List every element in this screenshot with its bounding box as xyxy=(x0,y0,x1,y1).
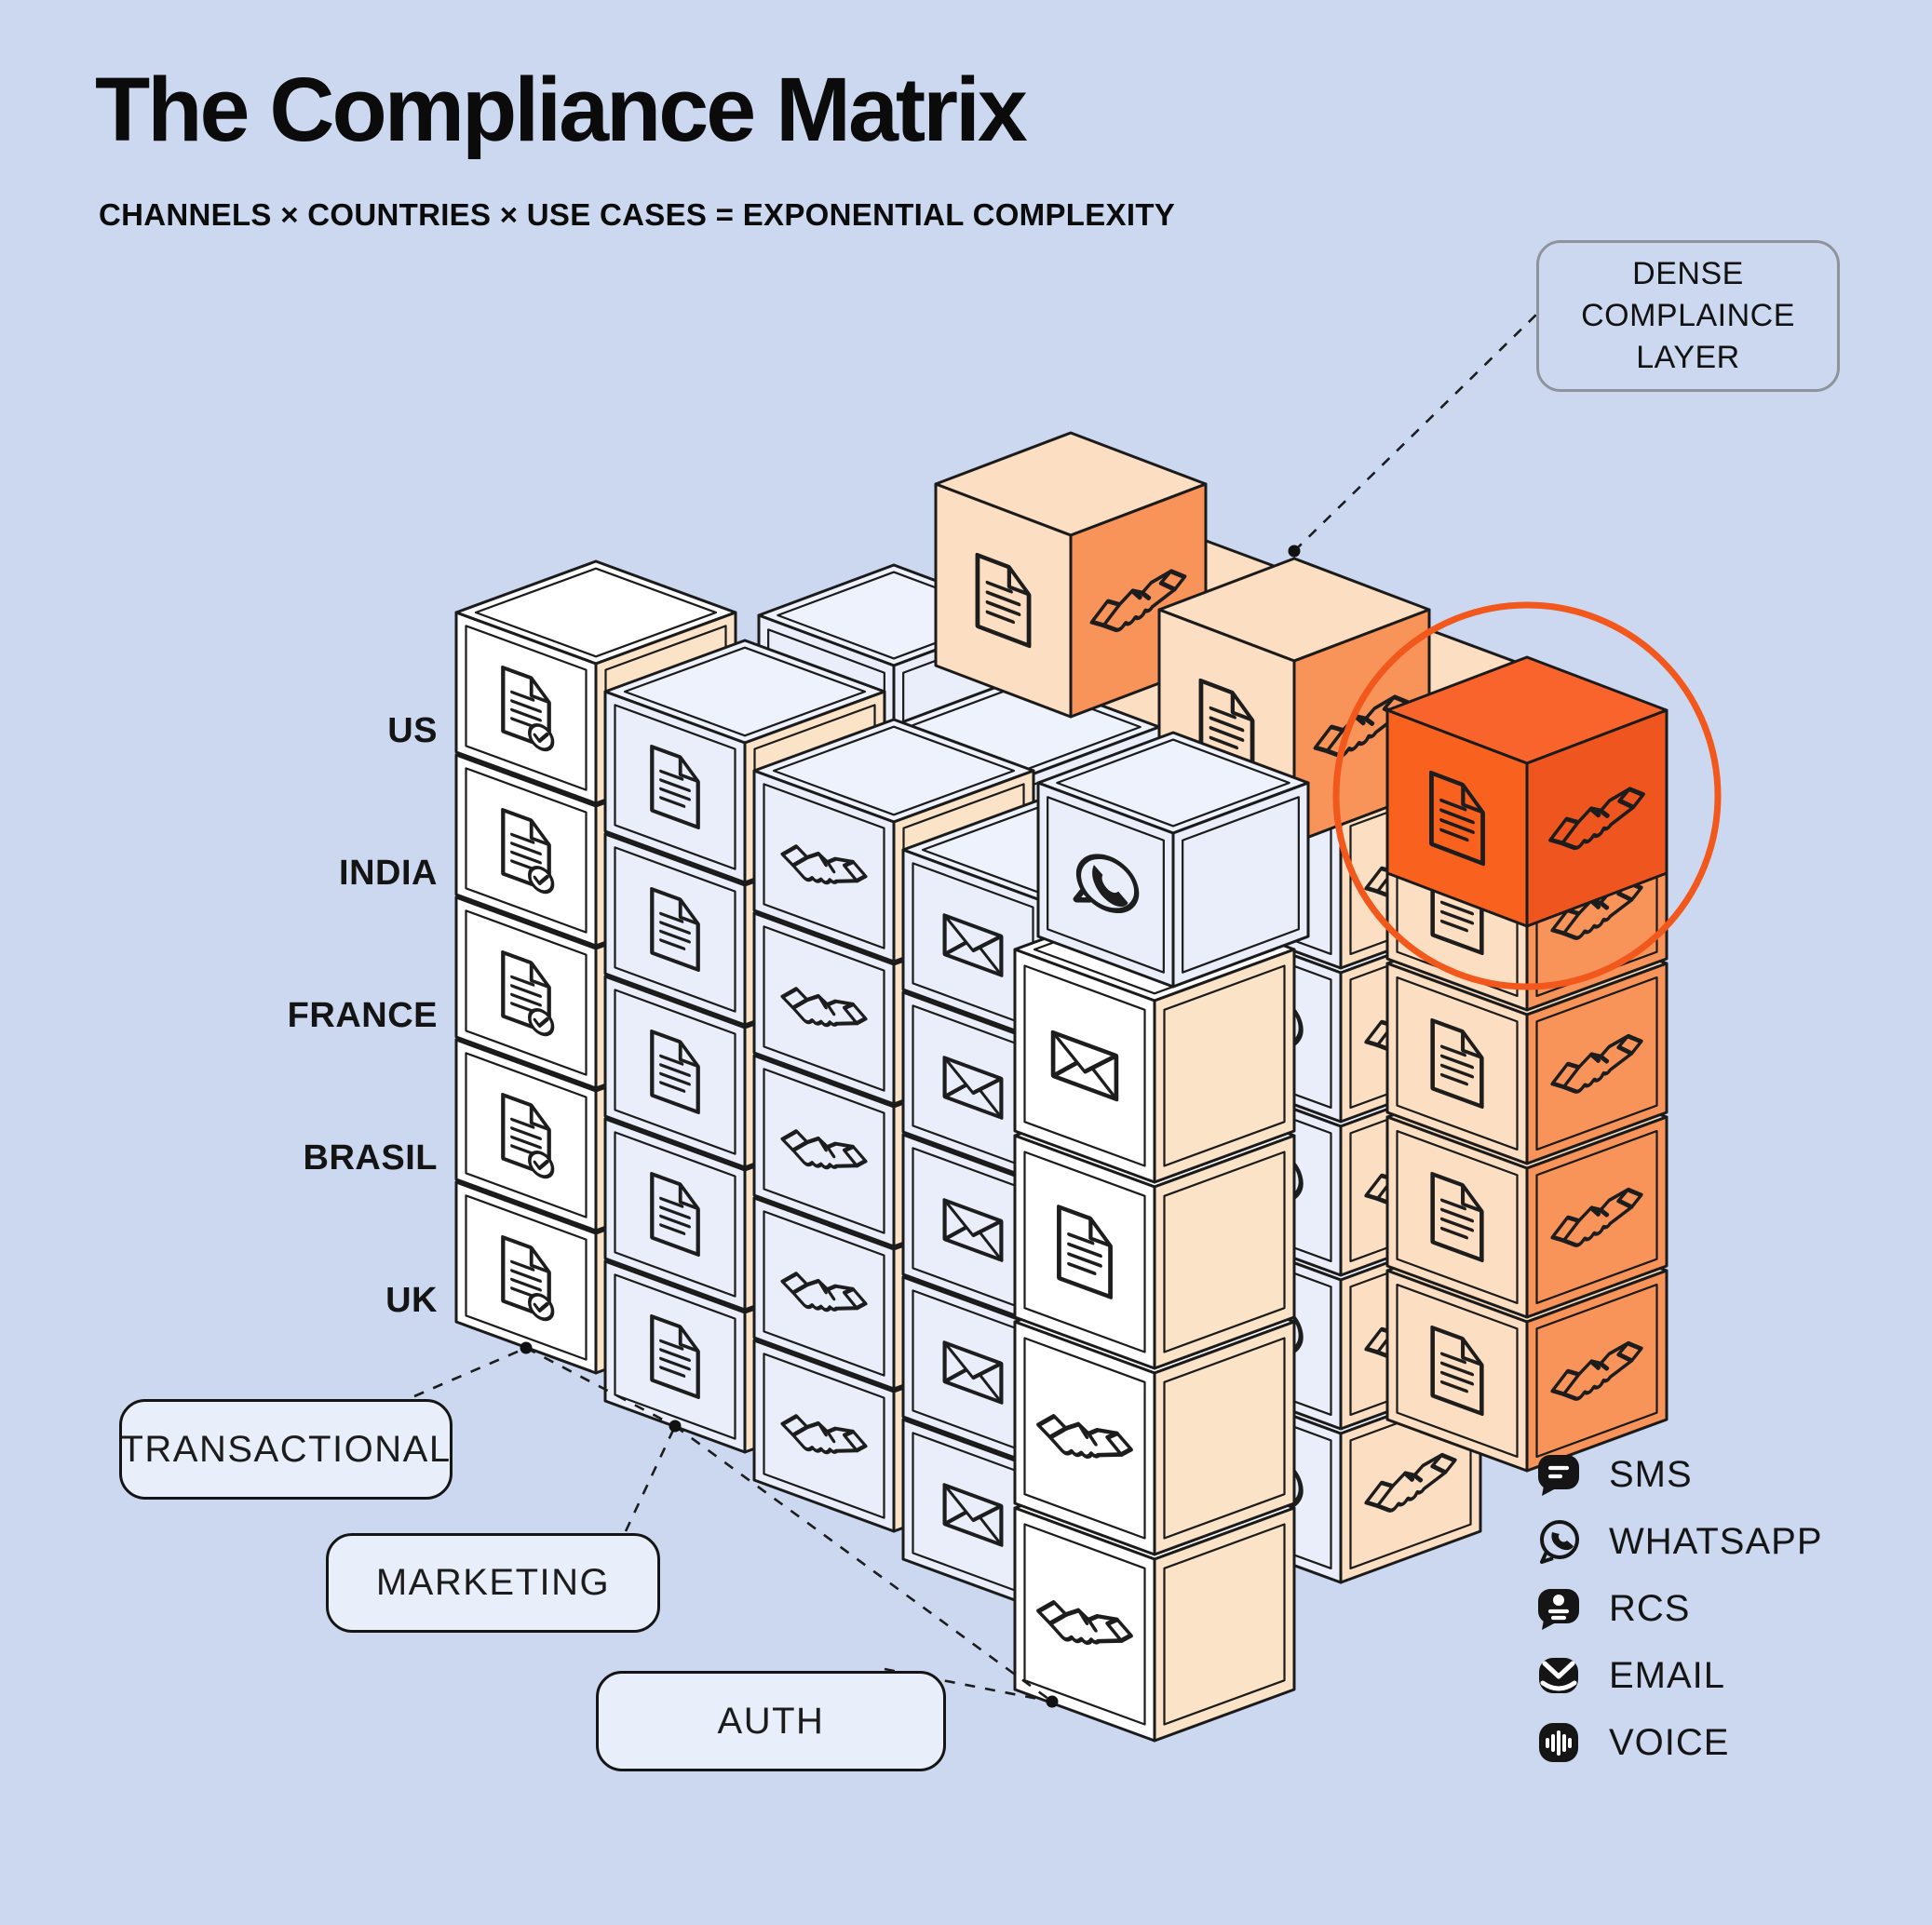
cube-orange-float-1-0 xyxy=(934,431,1208,719)
handshake-icon xyxy=(1548,787,1645,851)
use-case-box-marketing: MARKETING xyxy=(326,1533,660,1633)
legend-item-email: EMAIL xyxy=(1536,1653,1823,1698)
dashed-connector xyxy=(525,1346,676,1428)
connector-dot xyxy=(669,1420,682,1433)
handshake-icon xyxy=(1036,1600,1133,1645)
handshake-icon xyxy=(1550,1033,1643,1094)
legend-item-whatsapp: WHATSAPP xyxy=(1536,1519,1823,1564)
dense-compliance-callout: DENSE COMPLAINCE LAYER xyxy=(1536,240,1840,392)
dashed-connector xyxy=(674,1424,1053,1703)
handshake-icon xyxy=(780,987,868,1028)
phone-icon xyxy=(1073,854,1140,913)
envelope-icon xyxy=(942,1198,1004,1262)
handshake-icon xyxy=(1036,1414,1133,1459)
doc-check-icon xyxy=(501,1092,555,1179)
connector-dot xyxy=(1288,545,1301,558)
legend-item-sms: SMS xyxy=(1536,1452,1823,1497)
doc-icon xyxy=(650,1029,700,1115)
handshake-icon xyxy=(1089,569,1187,633)
email-icon xyxy=(1539,1658,1578,1693)
country-label-brasil: BRASIL xyxy=(303,1138,438,1178)
envelope-icon xyxy=(942,1056,1004,1120)
envelope-icon xyxy=(942,1483,1004,1547)
legend-item-rcs: RCS xyxy=(1536,1586,1823,1631)
doc-icon xyxy=(1430,1017,1484,1110)
envelope-icon xyxy=(942,913,1004,977)
doc-icon xyxy=(650,744,700,830)
handshake-icon xyxy=(780,1129,868,1170)
dashed-connector xyxy=(413,1346,527,1398)
doc-icon xyxy=(1198,678,1255,774)
stack-highlighted-cube xyxy=(1385,655,1669,928)
stack-whatsapp-float-2 xyxy=(1036,731,1310,989)
doc-check-icon xyxy=(501,1234,555,1322)
legend-label: SMS xyxy=(1609,1453,1693,1495)
handshake-icon xyxy=(1550,1340,1643,1401)
doc-check-icon xyxy=(501,949,555,1037)
dashed-connector xyxy=(1293,314,1537,552)
highlight-ring xyxy=(1332,601,1722,990)
country-label-us: US xyxy=(387,711,438,750)
stack-orange-float-1 xyxy=(934,431,1208,719)
doc-icon xyxy=(1429,770,1485,867)
sms-icon xyxy=(1538,1455,1579,1496)
envelope-icon xyxy=(942,1340,1004,1405)
legend-label: WHATSAPP xyxy=(1609,1520,1823,1562)
doc-icon xyxy=(1430,1325,1484,1417)
connector-dot xyxy=(520,1341,533,1354)
doc-icon xyxy=(650,1171,700,1258)
whatsapp-icon xyxy=(1540,1520,1579,1564)
handshake-icon xyxy=(1550,1187,1643,1247)
handshake-icon xyxy=(1364,1452,1457,1513)
doc-icon xyxy=(650,886,700,973)
voice-icon xyxy=(1539,1723,1578,1762)
rcs-icon xyxy=(1538,1589,1579,1630)
country-label-france: FRANCE xyxy=(287,996,438,1035)
dashed-connector xyxy=(624,1425,677,1532)
doc-check-icon xyxy=(501,665,555,752)
use-case-box-transactional: TRANSACTIONAL xyxy=(119,1399,453,1500)
handshake-icon xyxy=(780,1414,868,1455)
use-case-box-auth: AUTH xyxy=(596,1671,946,1771)
doc-icon xyxy=(1430,1171,1484,1263)
doc-icon xyxy=(1057,1205,1113,1299)
doc-icon xyxy=(975,552,1032,649)
cube-highlighted-cube-0 xyxy=(1385,655,1669,928)
connector-dot xyxy=(1046,1695,1059,1708)
cube-whatsapp-float-2-0 xyxy=(1036,731,1310,989)
page-subtitle: CHANNELS × COUNTRIES × USE CASES = EXPON… xyxy=(99,197,1176,232)
country-label-india: INDIA xyxy=(339,854,438,893)
doc-icon xyxy=(650,1313,700,1400)
legend-label: RCS xyxy=(1609,1587,1691,1629)
doc-check-icon xyxy=(501,807,555,895)
envelope-icon xyxy=(1050,1030,1119,1102)
handshake-icon xyxy=(780,844,868,885)
stack-dense-column xyxy=(1385,757,1669,1473)
legend-item-voice: VOICE xyxy=(1536,1720,1823,1765)
legend-label: VOICE xyxy=(1609,1721,1730,1763)
channel-legend: SMS WHATSAPP RCS EMAIL VOICE xyxy=(1536,1452,1823,1765)
country-label-uk: UK xyxy=(385,1281,438,1320)
stack-col-auth xyxy=(1013,896,1296,1743)
handshake-icon xyxy=(780,1272,868,1312)
page-title: The Compliance Matrix xyxy=(95,59,1028,160)
legend-label: EMAIL xyxy=(1609,1654,1726,1696)
